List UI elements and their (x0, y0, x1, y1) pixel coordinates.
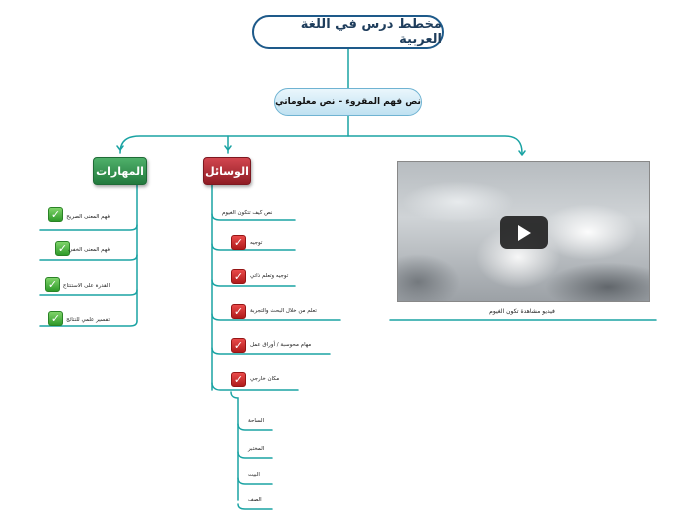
means-item-label[interactable]: توجيه (250, 240, 263, 246)
skills-title: المهارات (96, 164, 144, 178)
means-item-label[interactable]: تعلم من خلال البحث والتجربة (250, 308, 317, 314)
skills-node[interactable]: المهارات (93, 157, 147, 185)
skill-item-label[interactable]: القدرة على الاستنتاج (62, 283, 110, 289)
red-check-icon: ✓ (231, 372, 246, 387)
green-check-icon: ✓ (48, 207, 63, 222)
root-node[interactable]: مخطط درس في اللغة العربية (252, 15, 444, 49)
red-check-icon: ✓ (231, 304, 246, 319)
red-check-icon: ✓ (231, 235, 246, 250)
means-title: الوسائل (205, 164, 249, 178)
place-item-label[interactable]: المختبر (248, 446, 265, 452)
means-item-label[interactable]: نص كيف تتكون الغيوم (222, 210, 273, 216)
topic-label: نص فهم المقروء - نص معلوماتي (275, 97, 421, 107)
skill-item-label[interactable]: فهم المعنى الصريح (66, 214, 110, 220)
skill-item-label[interactable]: فهم المعنى الخفي (68, 247, 110, 253)
place-item-label[interactable]: الصف (248, 497, 262, 503)
topic-node[interactable]: نص فهم المقروء - نص معلوماتي (274, 88, 422, 116)
video-thumbnail[interactable] (397, 161, 650, 302)
root-title: مخطط درس في اللغة العربية (300, 17, 442, 47)
green-check-icon: ✓ (55, 241, 70, 256)
means-item-label[interactable]: مكان خارجي (250, 376, 280, 382)
red-check-icon: ✓ (231, 338, 246, 353)
green-check-icon: ✓ (48, 311, 63, 326)
means-node[interactable]: الوسائل (203, 157, 251, 185)
place-item-label[interactable]: البيت (248, 472, 260, 478)
skill-item-label[interactable]: تفسير علمي للنتائج (66, 317, 110, 323)
green-check-icon: ✓ (45, 277, 60, 292)
play-icon[interactable] (500, 216, 548, 249)
means-item-label[interactable]: توجيه وتعلم ذاتي (250, 273, 289, 279)
video-label: فيديو مشاهدة تكون الغيوم (489, 308, 555, 315)
means-item-label[interactable]: مهام محوسبة / أوراق عمل (250, 342, 312, 348)
place-item-label[interactable]: الساحة (248, 418, 265, 424)
red-check-icon: ✓ (231, 269, 246, 284)
